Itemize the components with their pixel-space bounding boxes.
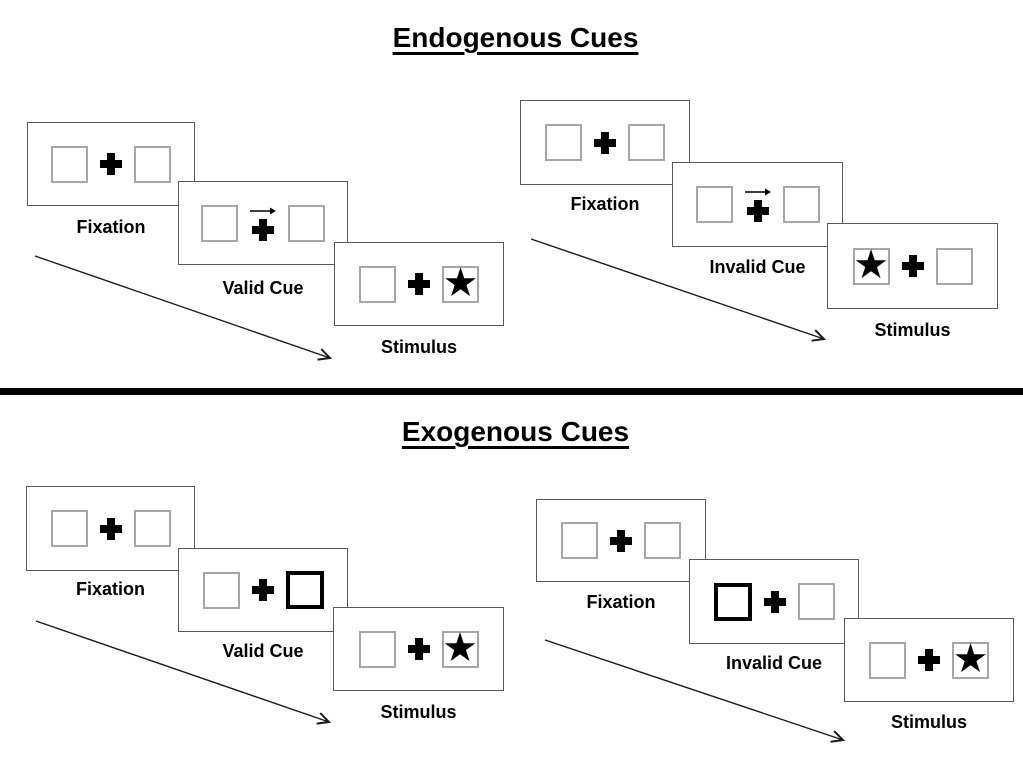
panel-label: Valid Cue: [222, 278, 304, 298]
right-box: [644, 522, 681, 559]
star-icon: ★: [442, 260, 479, 306]
right-box: [628, 124, 665, 161]
fixation-cross-icon: [252, 218, 274, 241]
left-box: [561, 522, 598, 559]
left-box: [50, 510, 88, 547]
fixation-cross-icon: [407, 638, 430, 660]
panel-label: Stimulus: [380, 337, 457, 357]
right-box: [288, 204, 325, 242]
star-icon: ★: [952, 636, 989, 682]
panel-label: Fixation: [75, 579, 145, 599]
fixation-cross-icon: [610, 529, 632, 552]
stimulus-panel: ★: [827, 223, 998, 309]
fixation-cross-icon: [100, 153, 122, 175]
fixation-panel: [27, 122, 195, 206]
stimulus-panel: ★: [844, 618, 1014, 702]
panel-label: Stimulus: [890, 712, 967, 732]
right-box: [782, 186, 820, 223]
cue-panel: [178, 548, 348, 632]
sequence-arrow: [34, 255, 330, 358]
left-box: [51, 145, 88, 183]
panel-label: Fixation: [570, 194, 640, 214]
cue-panel: [689, 559, 859, 644]
fixation-panel: [26, 486, 195, 571]
sequence-arrow: [35, 620, 329, 722]
left-box: ★: [852, 242, 890, 288]
sequence-arrow: [530, 238, 824, 339]
left-box: [695, 186, 733, 223]
cue-panel: [178, 181, 348, 265]
cue-panel: [672, 162, 843, 247]
right-arrow-icon: [744, 188, 771, 196]
panel-label: Valid Cue: [222, 641, 304, 661]
fixation-cross-icon: [251, 579, 274, 601]
left-box: [869, 641, 906, 679]
left-box: [358, 630, 396, 668]
star-icon: ★: [442, 625, 478, 671]
right-box: ★: [952, 636, 989, 682]
right-box: ★: [442, 260, 479, 306]
panel-label: Stimulus: [874, 320, 951, 340]
right-box: [935, 247, 973, 285]
right-box: [134, 145, 171, 183]
stimulus-panel: ★: [333, 607, 504, 691]
fixation-panel: [520, 100, 690, 185]
panel-label: Fixation: [76, 217, 146, 237]
bold-cue-box: [713, 582, 752, 621]
right-arrow-icon: [250, 207, 276, 214]
left-box: [359, 265, 396, 303]
fixation-cross-icon: [408, 273, 430, 295]
fixation-cross-icon: [763, 590, 786, 613]
fixation-cross-icon: [594, 131, 616, 154]
panel-label: Invalid Cue: [709, 257, 806, 277]
fixation-cross-icon: [746, 200, 769, 222]
panel-label: Fixation: [586, 592, 656, 612]
stimulus-panel: ★: [334, 242, 504, 326]
right-box: [797, 583, 835, 620]
bold-cue-box: [285, 571, 324, 609]
star-icon: ★: [853, 242, 889, 288]
fixation-cross-icon: [99, 517, 122, 540]
exogenous-title: Exogenous Cues: [401, 416, 630, 447]
endogenous-title: Endogenous Cues: [392, 22, 639, 53]
fixation-cross-icon: [918, 649, 940, 671]
left-box: [201, 204, 238, 242]
left-box: [202, 571, 240, 609]
panel-label: Stimulus: [380, 702, 457, 722]
left-box: [545, 124, 582, 161]
panel-label: Invalid Cue: [725, 653, 823, 673]
right-box: [133, 510, 171, 547]
fixation-cross-icon: [901, 255, 924, 277]
right-box: ★: [441, 625, 479, 671]
section-divider: [0, 388, 1023, 395]
fixation-panel: [536, 499, 706, 582]
